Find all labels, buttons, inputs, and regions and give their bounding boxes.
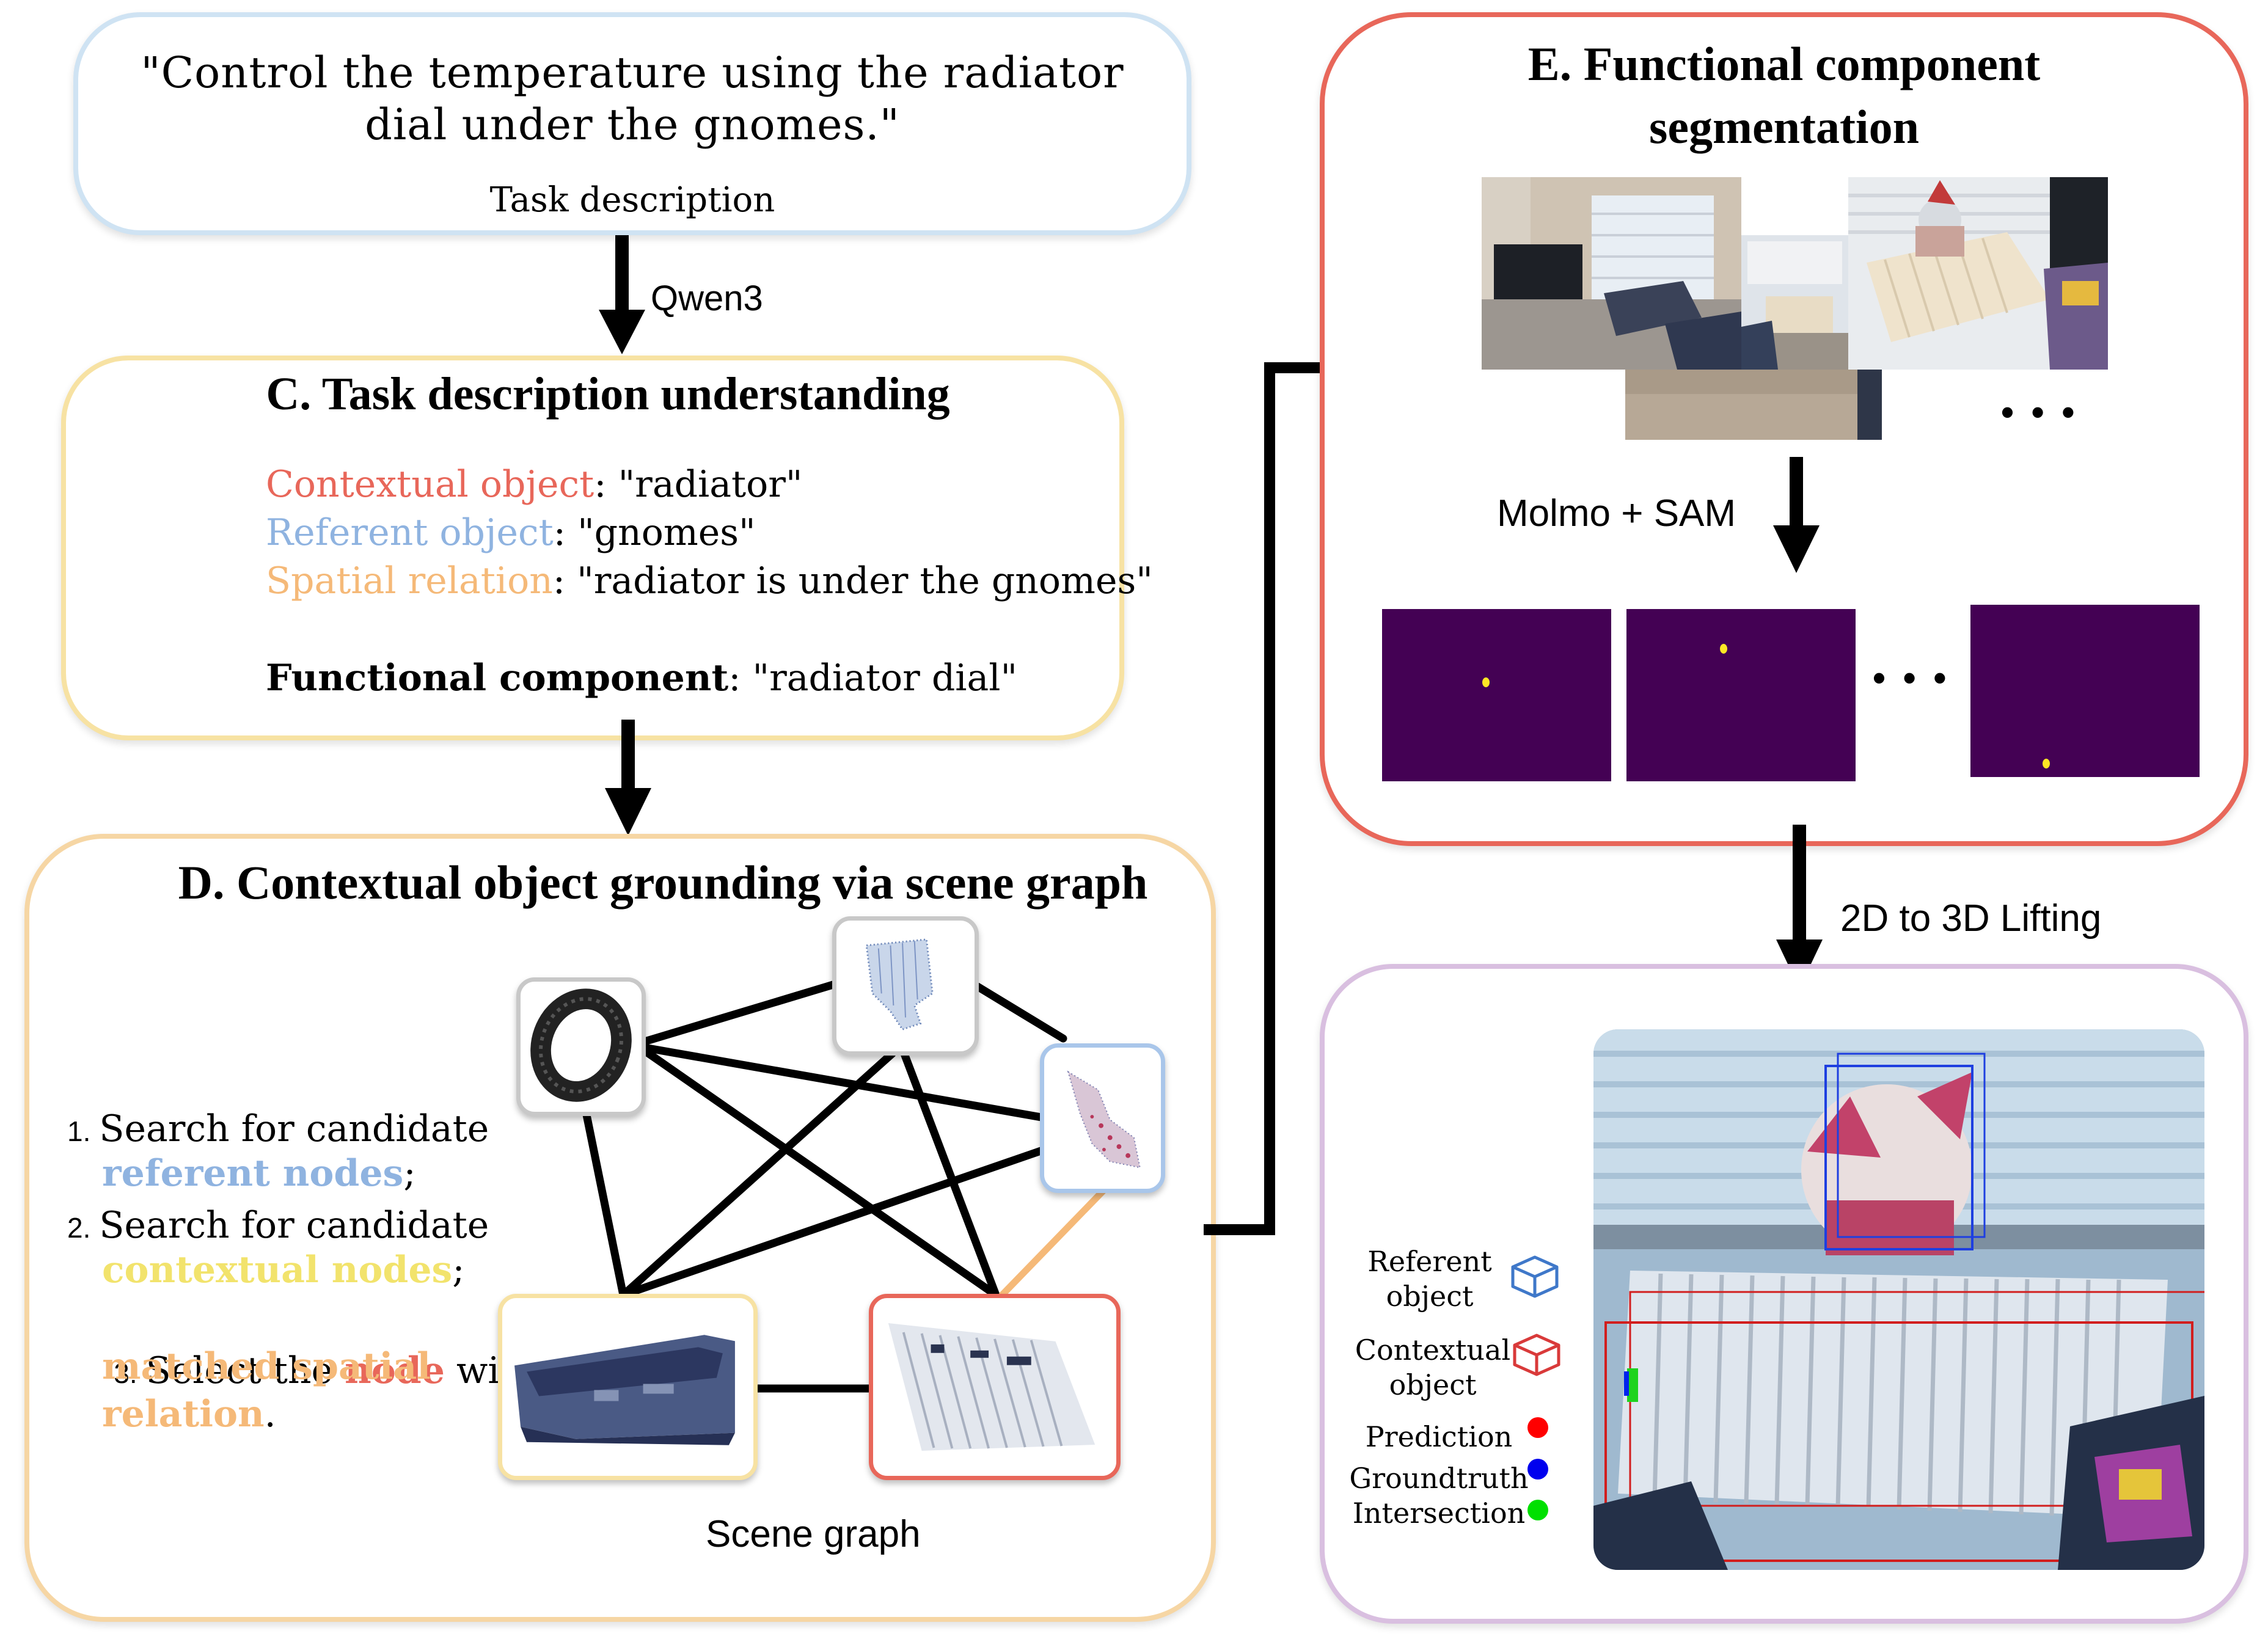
task-quote-line2: dial under the gnomes." — [365, 100, 900, 150]
masks-ellipsis: • • • — [1873, 657, 1950, 698]
node-sofa-contextual — [498, 1294, 758, 1480]
rgb-frame-livingroom — [1482, 177, 1741, 370]
legend-prediction-label: Prediction — [1365, 1420, 1513, 1453]
mask-frame-1 — [1382, 609, 1611, 781]
step-2-number: 2. — [67, 1212, 91, 1244]
frames-ellipsis: • • • — [2001, 392, 2079, 432]
step-3-highlight-line2: relation — [102, 1393, 265, 1436]
legend-referent-line2: object — [1386, 1280, 1474, 1313]
step-3-text-a: Select the — [145, 1349, 345, 1392]
molmo-sam-label: Molmo + SAM — [1497, 492, 1736, 535]
functional-component-key: Functional component — [266, 657, 729, 699]
step-3-line3: relation. — [102, 1393, 276, 1436]
section-e-title-line2: segmentation — [1649, 100, 1919, 153]
mask-frame-2 — [1626, 609, 1856, 781]
edge-tire-sofa — [582, 1111, 627, 1299]
step-3-highlight-line1: matched spatial — [102, 1345, 431, 1388]
referent-cube-icon — [1511, 1255, 1559, 1298]
rgb-frame-radiator-gnome — [1848, 177, 2108, 370]
section-d-title: D. Contextual object grounding via scene… — [178, 856, 1148, 909]
rgb-frame-window — [1741, 235, 1848, 370]
mask-1-point — [1482, 677, 1490, 687]
edge-cloud-gnome — [973, 982, 1067, 1043]
arrow-label-qwen3: Qwen3 — [651, 279, 763, 318]
mask-frame-3 — [1970, 605, 2200, 777]
arrow-c-to-d — [605, 720, 651, 836]
contextual-object-row: Contextual object: "radiator" — [266, 463, 803, 506]
legend-contextual-line2: object — [1389, 1368, 1477, 1401]
section-c-box — [61, 356, 1124, 740]
scene-graph-caption: Scene graph — [706, 1513, 921, 1555]
section-c-title: C. Task description understanding — [266, 368, 950, 420]
spatial-relation-value: : "radiator is under the gnomes" — [552, 560, 1153, 602]
referent-object-row: Referent object: "gnomes" — [266, 511, 756, 554]
arrow-frames-to-masks — [1773, 457, 1820, 573]
legend-referent-line1: Referent — [1367, 1245, 1492, 1278]
edge-tire-radiator — [640, 1046, 1000, 1299]
node-gnome-referent — [1040, 1043, 1165, 1193]
edge-gnome-sofa — [619, 1144, 1052, 1299]
arrow-task-to-c — [599, 235, 645, 354]
step-3-highlight-node: node — [345, 1349, 445, 1392]
section-d-box — [24, 834, 1216, 1622]
spatial-relation-key: Spatial relation — [266, 560, 553, 602]
step-3-number: 3. — [114, 1357, 137, 1389]
edge-tire-cloud — [640, 979, 841, 1046]
lifting-label: 2D to 3D Lifting — [1840, 897, 2102, 940]
intersection-dot — [1527, 1500, 1548, 1520]
step-1-line2: referent nodes; — [102, 1152, 416, 1195]
edge-gnome-radiator-matched — [998, 1188, 1107, 1299]
contextual-object-key: Contextual object — [266, 463, 594, 506]
step-2-end: ; — [452, 1249, 465, 1291]
section-e-title-line1: E. Functional component — [1527, 37, 2041, 90]
contextual-cube-icon — [1513, 1334, 1560, 1376]
edge-cloud-sofa — [619, 1049, 896, 1299]
mask-3-point — [2043, 759, 2050, 768]
step-1-number: 1. — [67, 1115, 91, 1147]
functional-component-value: : "radiator dial" — [728, 657, 1018, 699]
groundtruth-dot — [1527, 1459, 1548, 1480]
edge-cloud-radiator — [900, 1049, 1000, 1299]
node-point-cloud-upper — [832, 916, 979, 1056]
legend-intersection-label: Intersection — [1352, 1497, 1526, 1530]
step-2: 2.Search for candidate — [67, 1201, 489, 1252]
prediction-dot — [1527, 1417, 1548, 1438]
referent-object-value: : "gnomes" — [553, 511, 756, 554]
task-quote-line1: "Control the temperature using the radia… — [141, 48, 1124, 98]
node-tire — [516, 977, 646, 1116]
step-3-end: . — [264, 1393, 276, 1436]
legend-groundtruth-label: Groundtruth — [1349, 1462, 1529, 1495]
step-2-text: Search for candidate — [99, 1204, 489, 1247]
step-1: 1.Search for candidate — [67, 1104, 489, 1156]
step-2-highlight: contextual nodes — [102, 1249, 453, 1291]
step-1-text: Search for candidate — [99, 1107, 489, 1150]
step-1-end: ; — [403, 1152, 416, 1195]
step-2-line2: contextual nodes; — [102, 1249, 465, 1291]
spatial-relation-row: Spatial relation: "radiator is under the… — [266, 560, 1153, 602]
legend-contextual-line1: Contextual — [1355, 1334, 1511, 1367]
task-description-caption: Task description — [489, 180, 775, 220]
node-radiator-selected — [869, 1294, 1121, 1480]
step-1-highlight: referent nodes — [102, 1152, 404, 1195]
task-description-box — [73, 12, 1191, 235]
edge-tire-gnome — [640, 1043, 1049, 1122]
rgb-frame-floor — [1625, 370, 1882, 440]
contextual-object-value: : "radiator" — [594, 463, 803, 506]
mask-2-point — [1720, 644, 1727, 654]
functional-component-row: Functional component: "radiator dial" — [266, 657, 1017, 699]
referent-object-key: Referent object — [266, 511, 554, 554]
3d-result-render — [1593, 1029, 2204, 1570]
